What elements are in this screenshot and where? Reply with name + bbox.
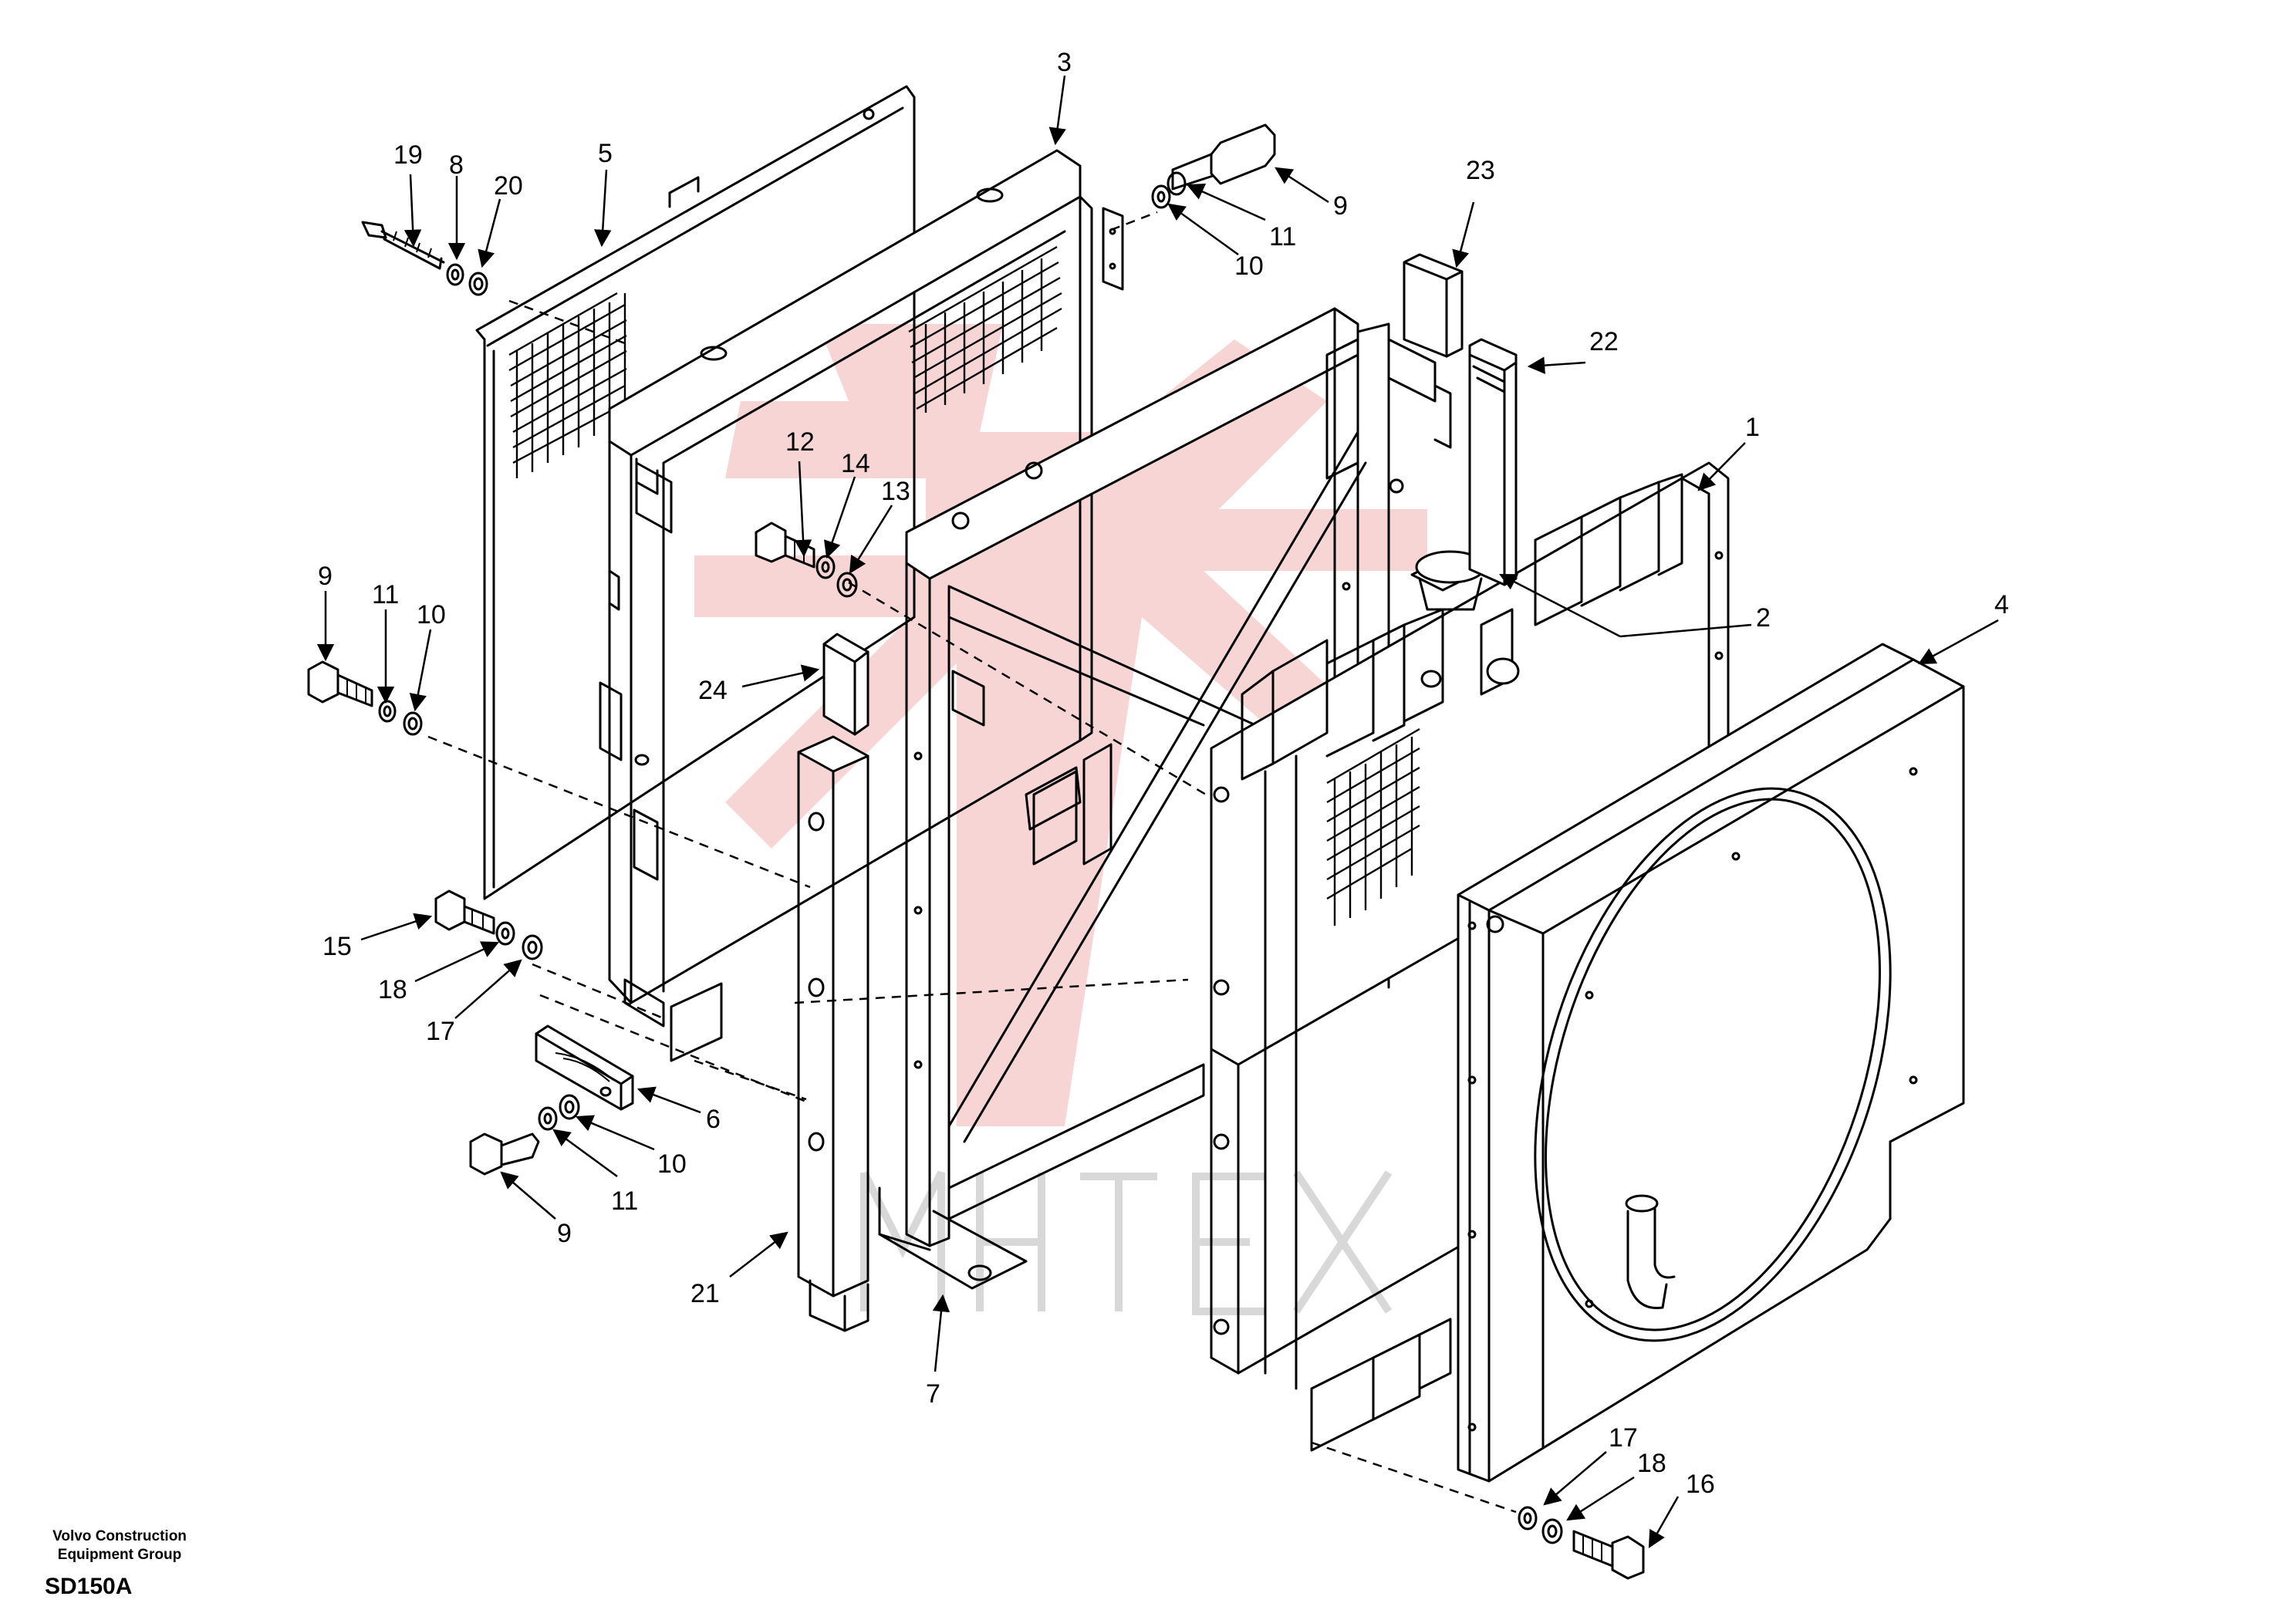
callout-11-bottom: 11 [611,1186,638,1216]
fastener-bolt-9-top [1151,123,1276,209]
part-6-plate [535,1024,634,1111]
footer-company-line2: Equipment Group [57,1547,182,1563]
callout-11-left: 11 [372,580,399,609]
callout-5: 5 [598,139,613,168]
part-4-fan-shroud [1457,643,1965,1483]
callout-3: 3 [1057,48,1072,77]
callout-7: 7 [926,1379,940,1409]
callout-10-top: 10 [1234,251,1264,281]
callout-15: 15 [322,932,352,961]
callout-16: 16 [1686,1470,1715,1499]
fastener-bolt-12 [755,521,858,598]
leader-lines [316,75,1999,1548]
watermark [694,324,1427,1126]
footer-diagram-code: SD150A [45,1574,133,1599]
callout-8: 8 [449,150,464,180]
part-5-screen [475,85,916,900]
callout-1: 1 [1745,413,1760,442]
fastener-washers-8-20 [446,263,488,296]
frame-assembly [878,307,1452,1290]
footer-company-line1: Volvo Construction [52,1528,187,1544]
callout-12: 12 [785,427,815,457]
part-22-seal [1468,338,1518,586]
fastener-bolt-16 [1518,1506,1645,1580]
part-21-stay [797,735,869,1332]
callout-2: 2 [1756,603,1771,633]
callout-13: 13 [881,477,910,506]
callout-21: 21 [690,1279,720,1308]
callouts: 19 8 20 5 3 9 11 10 23 22 1 12 14 13 2 4… [318,48,2009,1499]
callout-17-right: 17 [1609,1423,1638,1453]
callout-10-bottom: 10 [657,1149,687,1179]
callout-22: 22 [1589,327,1619,356]
callout-20: 20 [494,171,523,201]
fastener-wingbolt-19 [361,221,445,270]
callout-6: 6 [706,1105,721,1134]
callout-9-left: 9 [318,562,333,591]
callout-24: 24 [698,676,728,705]
callout-17-left: 17 [426,1017,455,1046]
fastener-bolt-9-left [307,660,423,736]
watermark-letters [860,1170,1393,1315]
footer-company: Volvo Construction Equipment Group [23,1527,216,1564]
callout-4: 4 [1994,590,2009,619]
callout-11-top: 11 [1269,222,1296,251]
callout-19: 19 [393,140,423,170]
callout-14: 14 [841,449,870,478]
part-24-cushion [822,633,869,736]
callout-18-left: 18 [378,975,407,1004]
callout-9-bottom: 9 [557,1219,572,1248]
part-23-block [1403,253,1464,358]
callout-10-left: 10 [417,600,446,629]
fastener-bolt-9-bottom [469,1094,580,1176]
fastener-bolt-15 [434,889,543,960]
callout-9-top: 9 [1333,191,1348,221]
callout-18-right: 18 [1637,1449,1666,1478]
callout-23: 23 [1466,156,1495,185]
